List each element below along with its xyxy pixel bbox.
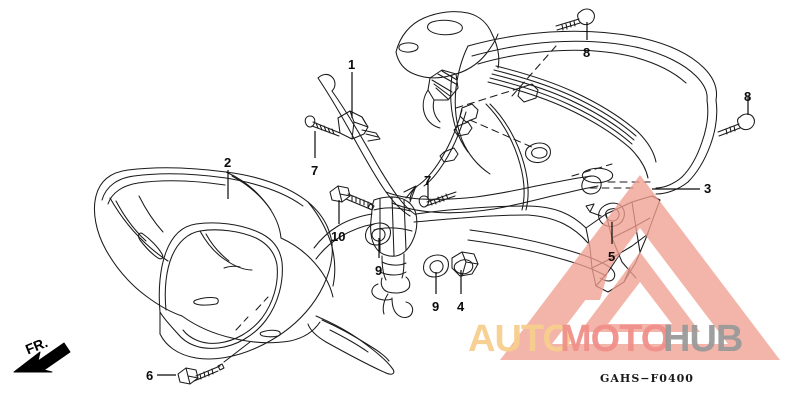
callout-2: 2: [224, 155, 232, 170]
handlebar-cover-upper-part: [395, 11, 718, 211]
hex-flange-bolt-part: [329, 185, 375, 211]
screw-upper-right-part: [717, 113, 755, 137]
handlebar-cover-lower-part: [93, 167, 395, 375]
flange-bolt-lower-part: [177, 341, 251, 385]
callout-9: 9: [375, 263, 383, 278]
nut-part: [451, 251, 479, 277]
callout-9b: 9: [432, 299, 440, 314]
watermark-inner-triangle: [580, 252, 700, 332]
fr-direction-arrow-shape: [13, 342, 71, 373]
callout-10: 10: [331, 229, 346, 244]
callout-6: 6: [146, 368, 154, 383]
tapping-screw-left-part: [304, 115, 341, 137]
callout-7: 7: [311, 163, 319, 178]
watermark-slash-left: [582, 252, 614, 300]
part-number-label: GAHS−F0400: [600, 372, 694, 385]
watermark-outer-triangle: [500, 175, 780, 360]
callout-8b: 8: [744, 89, 752, 104]
watermark-word-moto: MOTO: [560, 318, 670, 360]
screw-upper-left-part: [555, 8, 595, 31]
washer-lower-part: [423, 254, 449, 278]
callout-5: 5: [608, 249, 616, 264]
watermark-word-hub: HUB: [663, 318, 743, 360]
callout-1: 1: [348, 57, 356, 72]
callout-4: 4: [457, 299, 465, 314]
washer-upper-part: [365, 222, 391, 246]
callout-7b: 7: [424, 173, 432, 188]
steering-stem-assembly: [313, 196, 589, 318]
callout-8: 8: [583, 45, 591, 60]
watermark-word-auto: AUTO: [468, 318, 572, 360]
callout-3: 3: [704, 181, 712, 196]
handlebar-pipe-part: [317, 73, 602, 217]
